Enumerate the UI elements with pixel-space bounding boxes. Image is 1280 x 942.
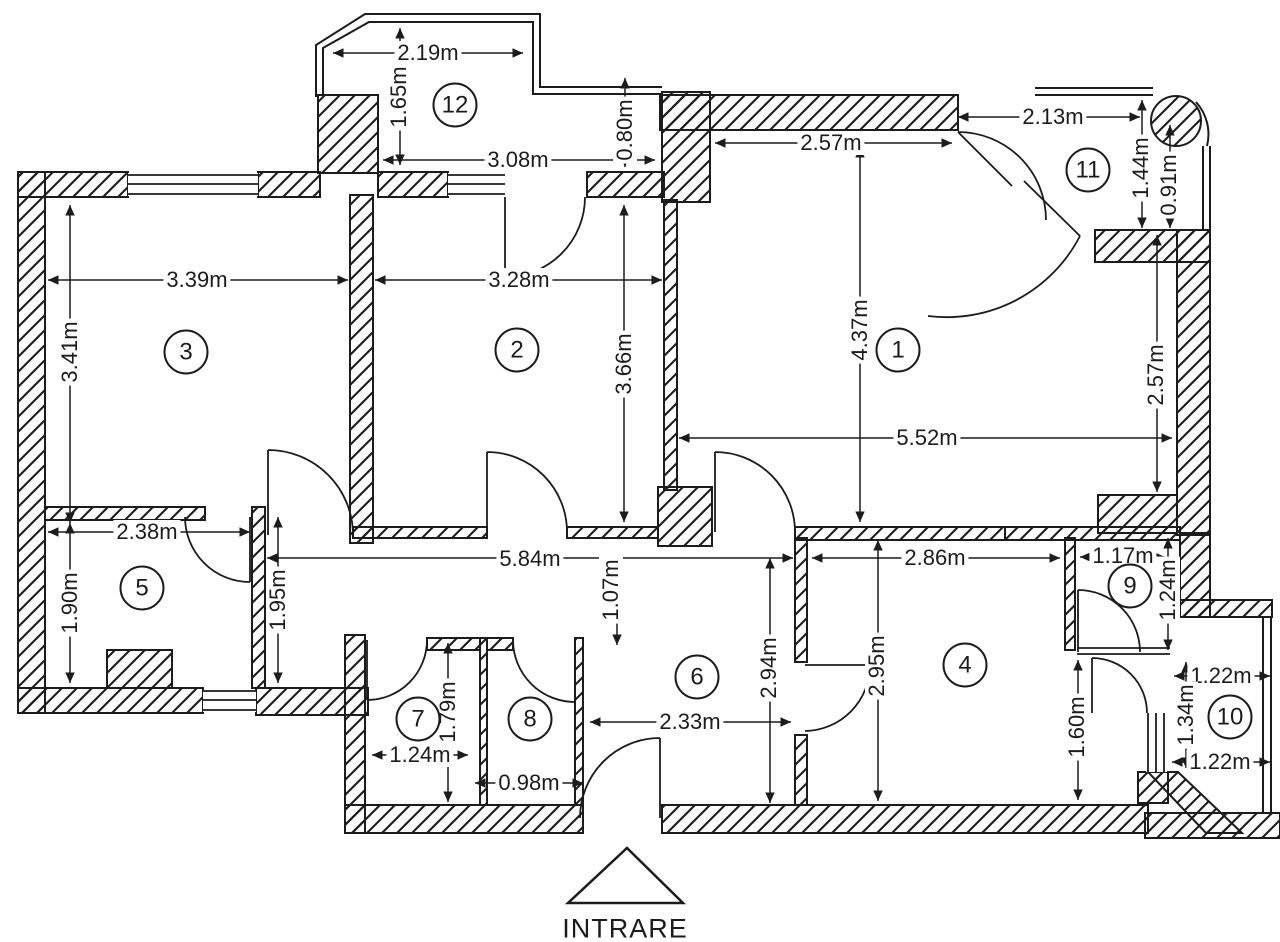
entrance-label: INTRARE — [562, 913, 688, 942]
window — [203, 690, 256, 712]
wall-segment — [344, 804, 584, 834]
wall-segment — [1176, 229, 1211, 536]
room-number-badge: 10 — [1207, 694, 1253, 740]
wall-segment — [794, 537, 808, 663]
door-room-3 — [267, 449, 354, 536]
wall-segment — [257, 171, 321, 198]
room-number-badge: 8 — [507, 696, 553, 742]
room-number-badge: 12 — [432, 82, 478, 128]
dimension-label: 4.37m — [847, 296, 872, 364]
dimension-label: 2.57m — [1143, 341, 1168, 409]
doors-layer — [184, 131, 1148, 819]
dimension-label: 0.98m — [495, 771, 563, 795]
balcony-12-glazing — [315, 13, 662, 97]
dimension-label: 0.80m — [612, 96, 637, 164]
balcony-11-glazing — [1035, 87, 1211, 230]
dimension-label: 1.65m — [386, 63, 411, 131]
dimension-label: 2.95m — [864, 632, 889, 700]
dimension-label: 3.41m — [57, 318, 82, 386]
dimension-label: 3.28m — [485, 268, 553, 292]
room-number-badge: 4 — [942, 642, 988, 688]
window — [1146, 713, 1167, 772]
wall-segment — [17, 171, 46, 714]
door-balcony-11-leaf-2 — [927, 180, 1081, 319]
door-hall-to-room-2 — [486, 451, 568, 533]
wall-segment — [317, 94, 379, 174]
dimension-label: 1.34m — [1173, 681, 1198, 749]
door-room-1 — [714, 451, 796, 533]
dimension-label: 2.86m — [901, 546, 969, 570]
dimension-label: 2.19m — [394, 41, 462, 65]
balcony-10-glazing — [1262, 617, 1272, 813]
entrance-arrow — [564, 846, 687, 905]
wall-segment — [1145, 771, 1245, 834]
window — [448, 173, 505, 196]
dimension-label: 1.95m — [265, 566, 290, 634]
door-room-8 — [512, 639, 576, 703]
dimension-label: 3.39m — [163, 268, 231, 292]
wall-segment — [1064, 537, 1076, 651]
dimension-label: 1.22m — [1186, 750, 1254, 774]
dimension-label: 1.24m — [1155, 556, 1180, 624]
dimension-label: 2.94m — [756, 634, 781, 702]
room-number-badge: 3 — [163, 329, 209, 375]
dimension-label: 5.52m — [893, 426, 961, 450]
dimension-label: 2.57m — [797, 131, 865, 155]
window — [128, 173, 258, 196]
column — [1150, 95, 1202, 147]
wall-segment — [349, 194, 374, 544]
dimension-label: 2.13m — [1019, 105, 1087, 129]
wall-segment — [1004, 526, 1181, 541]
window — [1077, 646, 1170, 656]
dimension-label: 1.90m — [57, 569, 82, 637]
door-balcony-10 — [1091, 657, 1148, 714]
wall-segment — [566, 526, 659, 539]
room-number-badge: 6 — [674, 654, 720, 700]
windows-layer — [128, 13, 1272, 813]
dimension-label: 3.66m — [611, 330, 636, 398]
dimension-label: 1.60m — [1064, 693, 1089, 761]
room-number-badge: 9 — [1107, 563, 1153, 609]
room-number-badge: 7 — [395, 696, 441, 742]
walls-layer — [17, 91, 1280, 839]
dimension-label: 1.07m — [598, 556, 623, 624]
wall-segment — [106, 649, 173, 689]
wall-segment — [661, 91, 711, 203]
dimension-label: 3.08m — [484, 148, 552, 172]
wall-segment — [377, 171, 449, 198]
door-entrance — [579, 737, 661, 819]
dimension-label: 5.84m — [496, 547, 564, 571]
wall-pillar — [657, 486, 713, 547]
dimension-label: 2.33m — [656, 710, 724, 734]
room-number-badge: 5 — [119, 565, 165, 611]
dimension-label: 1.44m — [1128, 134, 1153, 202]
dimension-label: 1.22m — [1187, 664, 1255, 688]
room-number-badge: 2 — [494, 327, 540, 373]
door-room-9 — [1077, 589, 1141, 653]
room-number-badge: 1 — [875, 327, 921, 373]
door-balcony-11-leaf-1 — [957, 131, 1047, 221]
dimension-label: 2.38m — [113, 520, 181, 544]
door-room-7 — [366, 639, 428, 701]
room-number-badge: 11 — [1065, 147, 1111, 193]
wall-segment — [1179, 599, 1273, 618]
dimension-label: 0.91m — [1156, 151, 1181, 219]
dimension-label: 1.24m — [386, 743, 454, 767]
wall-segment — [17, 171, 129, 198]
